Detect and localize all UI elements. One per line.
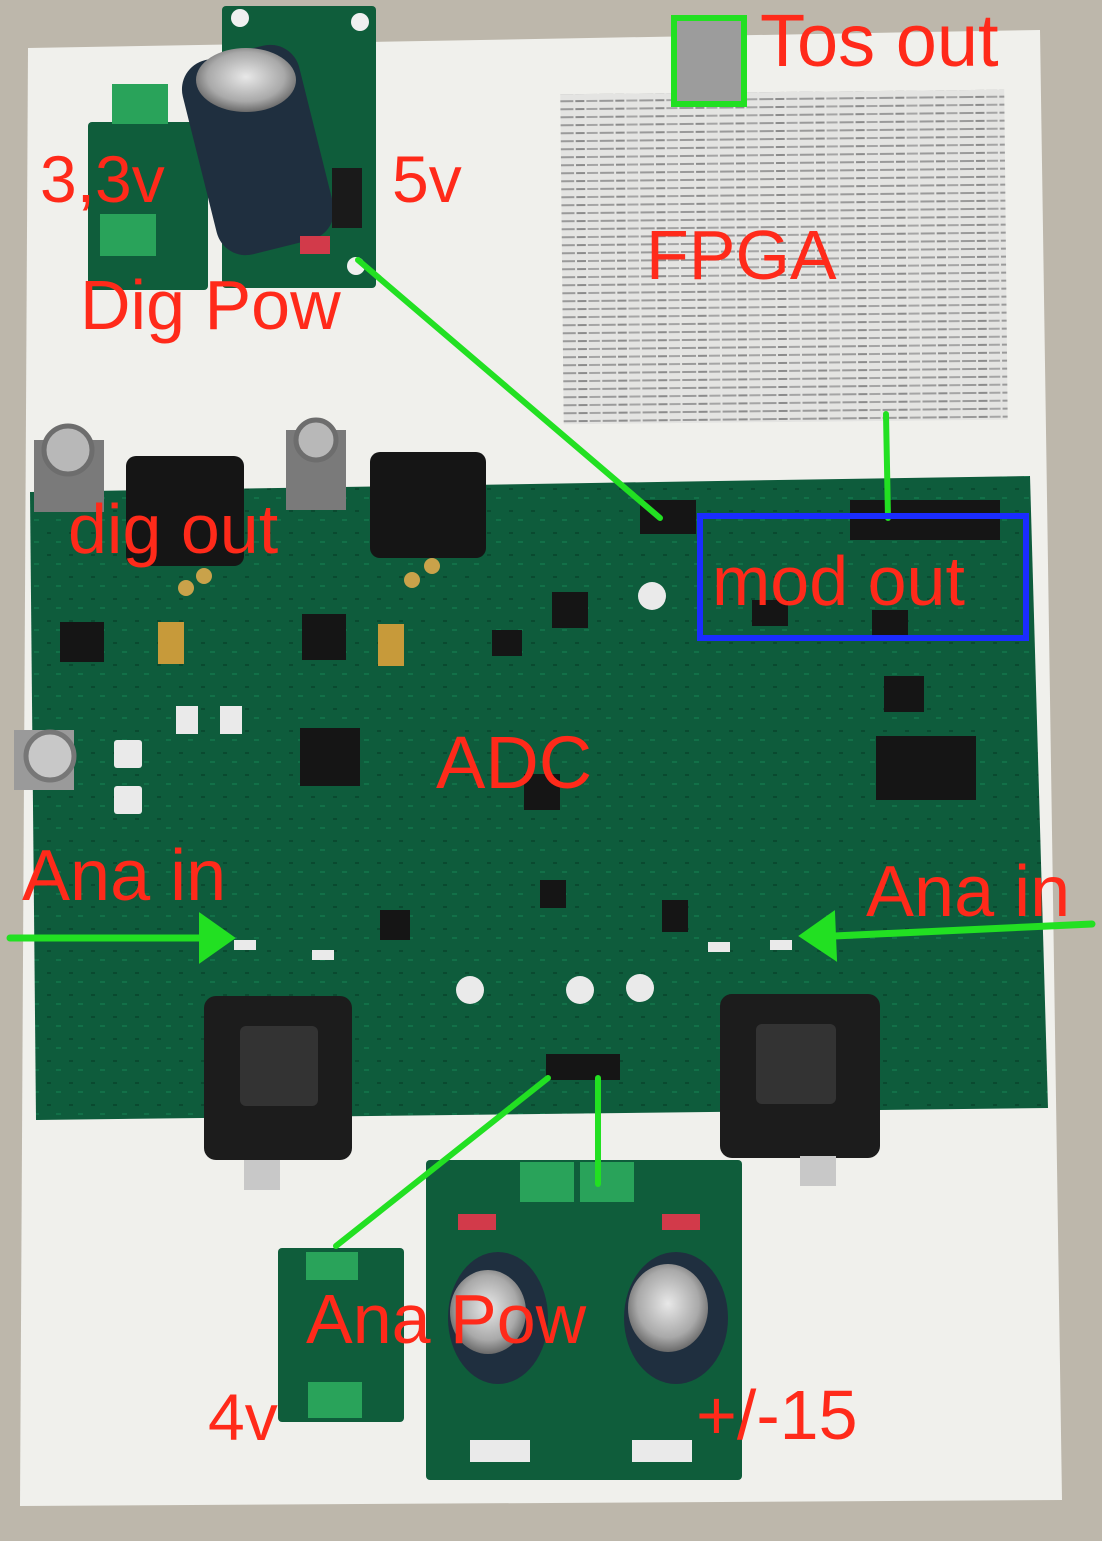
label-mod-out: mod out (712, 542, 965, 620)
mod-out-box (697, 513, 1029, 641)
label-dig-pow: Dig Pow (80, 266, 341, 344)
xlr-dig-out (126, 452, 486, 596)
label-adc: ADC (436, 721, 593, 804)
label-fpga: FPGA (646, 216, 837, 294)
connection-wires (333, 257, 891, 1249)
label-ana-in-left: Ana in (22, 836, 227, 916)
dig-power-board-5v (181, 6, 376, 288)
label-3-3v: 3,3v (40, 142, 165, 216)
label-tos-out: Tos out (760, 0, 999, 82)
input-arrows (6, 910, 1096, 964)
label-5v: 5v (392, 142, 462, 216)
bnc-connectors-top (34, 417, 346, 512)
xlr-ana-in-left (204, 996, 352, 1190)
label-ana-pow: Ana Pow (306, 1280, 587, 1358)
bnc-ext-clock (14, 729, 77, 790)
pcb-passives (114, 582, 792, 1004)
ana-power-board-4v (278, 1248, 404, 1422)
pcb-components (60, 500, 1000, 1080)
label-dig-out: dig out (68, 490, 279, 568)
label-15v: +/-15 (696, 1376, 858, 1454)
label-4v: 4v (208, 1380, 278, 1454)
label-ana-in-right: Ana in (866, 852, 1071, 932)
dig-power-board-3v3 (88, 84, 208, 290)
tos-out-connector (671, 15, 747, 107)
ana-power-board-15v (426, 1160, 742, 1480)
xlr-ana-in-right (720, 994, 880, 1186)
fpga-sheet (560, 89, 1008, 425)
